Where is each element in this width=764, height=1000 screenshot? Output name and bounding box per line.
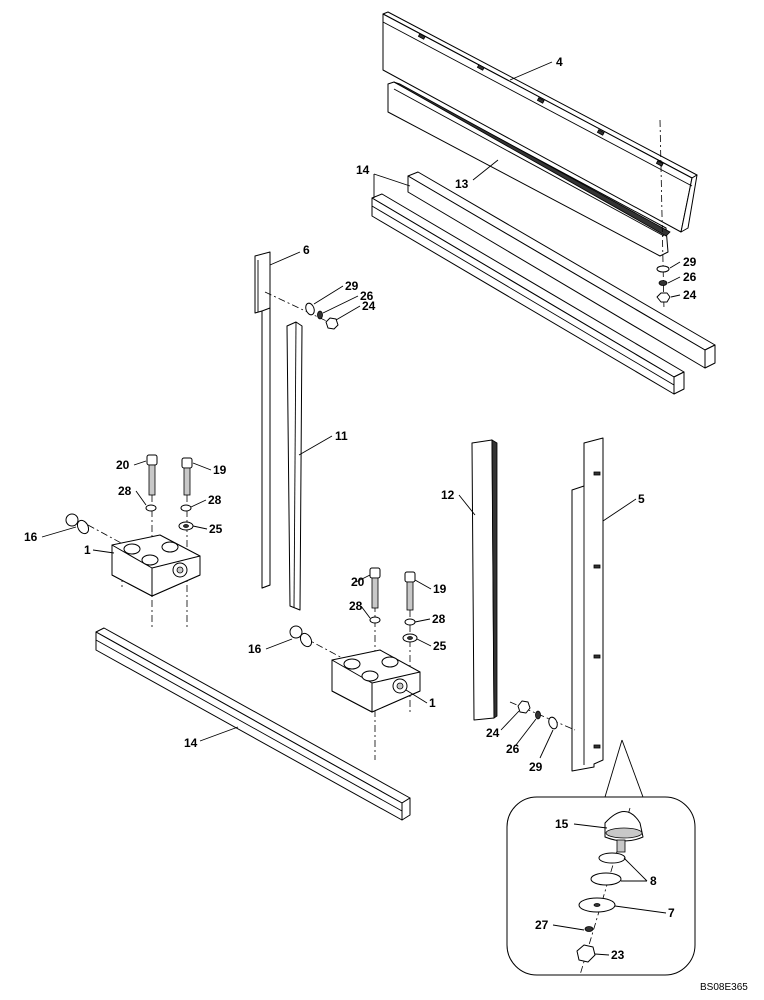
callout-6: 6 <box>303 243 310 257</box>
callout-28a-mid: 28 <box>349 599 363 613</box>
part-13-top-seal <box>387 81 671 257</box>
part-11-left-seal <box>286 321 303 611</box>
callout-14-top: 14 <box>356 163 370 177</box>
callout-23: 23 <box>611 948 625 962</box>
callout-7: 7 <box>668 906 675 920</box>
callout-20-left: 20 <box>116 458 130 472</box>
hinge-assembly-left <box>65 454 201 630</box>
callout-20-mid: 20 <box>351 575 365 589</box>
callout-16-left: 16 <box>24 530 38 544</box>
callout-14-bottom: 14 <box>184 736 198 750</box>
callout-15: 15 <box>555 817 569 831</box>
callout-25-mid: 25 <box>433 639 447 653</box>
callout-5: 5 <box>638 492 645 506</box>
callout-26-left: 26 <box>360 289 374 303</box>
hinge-assembly-middle <box>289 567 421 760</box>
callout-12: 12 <box>441 488 455 502</box>
part-14-top-rail <box>371 171 716 395</box>
drawing-code: BS08E365 <box>700 982 748 993</box>
callout-1-left: 1 <box>84 543 91 557</box>
callout-24-top: 24 <box>683 288 697 302</box>
callout-27: 27 <box>535 918 549 932</box>
callout-28a-left: 28 <box>118 484 132 498</box>
part-5-right-post <box>571 437 604 772</box>
callout-13: 13 <box>455 177 469 191</box>
callout-28b-left: 28 <box>208 493 222 507</box>
callout-4: 4 <box>556 55 563 69</box>
callout-29-bottom: 29 <box>529 760 543 774</box>
callout-28b-mid: 28 <box>432 612 446 626</box>
fastener-stack-bottom <box>509 700 576 731</box>
callout-8: 8 <box>650 874 657 888</box>
callout-19-mid: 19 <box>433 582 447 596</box>
part-12-right-seal <box>471 439 498 721</box>
callout-26-bottom: 26 <box>506 742 520 756</box>
leader-lines <box>41 61 681 956</box>
callout-26-top: 26 <box>683 270 697 284</box>
callout-24-left: 24 <box>362 299 376 313</box>
fastener-stack-left <box>305 302 339 330</box>
callout-24-bottom: 24 <box>486 726 500 740</box>
callout-1-mid: 1 <box>429 696 436 710</box>
callout-25-left: 25 <box>209 522 223 536</box>
part-6-left-post <box>254 251 336 589</box>
callout-29-top: 29 <box>683 255 697 269</box>
part-4-top-cover <box>382 11 698 233</box>
callout-29-left: 29 <box>345 279 359 293</box>
detail-view-bumper <box>506 739 696 976</box>
fastener-stack-top-right <box>656 119 671 311</box>
callout-16-mid: 16 <box>248 642 262 656</box>
part-14-bottom-rail <box>95 627 411 821</box>
callout-labels: 4 13 14 29 26 24 6 29 26 24 11 20 19 28 … <box>24 55 697 962</box>
callout-19-left: 19 <box>213 463 227 477</box>
callout-11: 11 <box>335 429 348 443</box>
